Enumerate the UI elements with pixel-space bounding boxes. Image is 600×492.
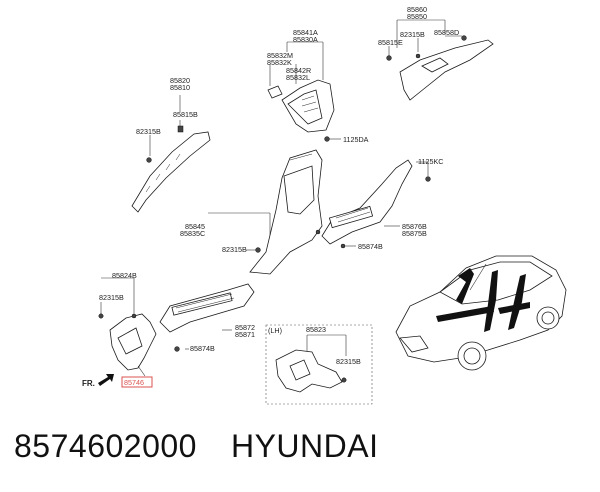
highlight-box <box>121 376 153 388</box>
label-82315B-lh: 82315B <box>336 357 361 366</box>
label-85832M: 85832M <box>267 51 293 60</box>
label-82315B-l: 82315B <box>136 127 161 136</box>
label-85815E: 85815E <box>378 38 403 47</box>
lh-detail-box <box>265 324 373 405</box>
label-85746-highlighted: 85746 <box>124 378 144 387</box>
label-82315B-bl: 82315B <box>99 293 124 302</box>
label-85835C: 85835C <box>180 229 205 238</box>
label-85858D: 85858D <box>434 28 459 37</box>
label-85876B: 85876B <box>402 222 427 231</box>
brand-name: HYUNDAI <box>230 428 379 464</box>
label-82315B-m: 82315B <box>222 245 247 254</box>
label-85824B: 85824B <box>112 271 137 280</box>
center-pillar-upper-group <box>267 41 341 142</box>
label-85832K: 85832K <box>267 58 292 67</box>
rear-scuff-trim <box>321 159 413 245</box>
label-85875B: 85875B <box>402 229 427 238</box>
label-85842R: 85842R <box>286 66 311 75</box>
front-scuff-group <box>159 283 255 352</box>
car-location-illustration <box>395 255 567 371</box>
label-1125DA: 1125DA <box>343 135 369 144</box>
label-85874B-r: 85874B <box>358 242 383 251</box>
caption: 8574602000 HYUNDAI <box>14 428 378 465</box>
label-85810: 85810 <box>170 83 190 92</box>
label-85845: 85845 <box>185 222 205 231</box>
label-85830A: 85830A <box>293 35 318 44</box>
label-85832L: 85832L <box>286 73 310 82</box>
center-pillar-lower-group <box>208 149 323 275</box>
label-85872: 85872 <box>235 323 255 332</box>
label-85874B-b: 85874B <box>190 344 215 353</box>
part-number: 8574602000 <box>14 428 197 464</box>
front-direction-arrow-icon <box>98 374 114 386</box>
rear-pillar-trim <box>399 39 494 101</box>
label-front-direction: FR. <box>82 379 95 388</box>
label-1125KC: 1125KC <box>418 157 443 166</box>
label-85860: 85860 <box>407 5 427 14</box>
label-85815B: 85815B <box>173 110 198 119</box>
label-85823: 85823 <box>306 325 326 334</box>
label-85871: 85871 <box>235 330 255 339</box>
label-lh: (LH) <box>268 326 282 335</box>
label-85841A: 85841A <box>293 28 318 37</box>
rear-pillar-trim-group <box>386 19 494 101</box>
front-pillar-trim-group <box>131 95 211 213</box>
cowl-side-trim-group <box>98 277 157 377</box>
front-pillar-trim <box>131 131 211 213</box>
label-85820: 85820 <box>170 76 190 85</box>
rear-scuff-group <box>321 159 431 249</box>
label-82315B-tr: 82315B <box>400 30 425 39</box>
label-85850: 85850 <box>407 12 427 21</box>
